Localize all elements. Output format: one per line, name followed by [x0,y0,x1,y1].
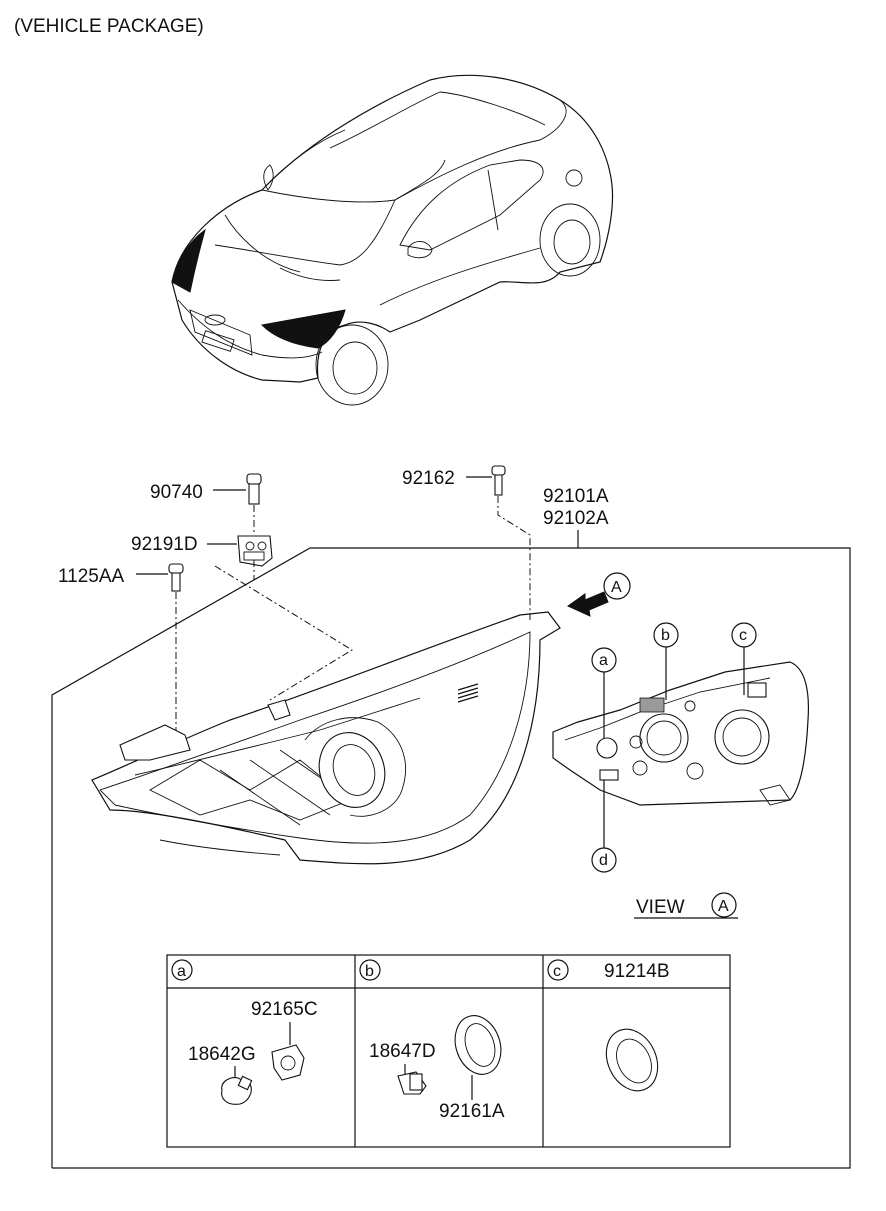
view-text: VIEW [636,897,685,918]
label-1125AA: 1125AA [58,566,125,587]
label-92162: 92162 [402,468,455,489]
label-92191D: 92191D [131,534,198,555]
callout-d: d [591,780,617,873]
view-a-caption: VIEW A [634,892,738,919]
car-fuel-door [565,169,583,187]
bracket-92191D [207,535,273,567]
callout-d-letter: d [599,852,608,869]
label-90740: 90740 [150,482,203,503]
view-a-arrow: A [566,572,631,617]
bolt-90740 [213,473,262,535]
table-col-c-letter: c [553,963,561,980]
arrow-letter: A [611,579,622,596]
vehicle-illustration [171,74,614,406]
mounting-dashline [214,565,353,701]
label-18642G: 18642G [188,1044,256,1065]
callout-b: b [653,622,679,700]
headlamp-assembly [91,611,561,865]
view-letter: A [718,898,729,915]
callout-a-letter: a [599,652,608,669]
table-col-c-title: 91214B [604,961,670,982]
car-roof-panel [329,91,546,149]
callout-c: c [731,622,757,695]
label-92101A: 92101A [543,486,609,507]
page-title: (VEHICLE PACKAGE) [14,16,204,37]
callout-b-letter: b [661,627,670,644]
label-92102A: 92102A [543,508,609,529]
right-headlamp-highlight [260,309,346,349]
car-side-window [399,159,544,251]
car-hood-vent [279,267,341,281]
callout-c-letter: c [739,627,747,644]
car-antenna [263,164,274,191]
left-headlamp-highlight [171,228,206,293]
label-18647D: 18647D [369,1041,436,1062]
table-col-a-letter: a [177,963,186,980]
car-emblem [204,314,226,326]
table-col-b-letter: b [365,963,374,980]
car-front-wheel [315,324,389,406]
car-window-pillar [487,169,499,231]
car-hood-line [214,199,396,266]
car-front-rim [332,341,378,395]
label-92161A: 92161A [439,1101,505,1122]
car-windshield [261,129,446,201]
car-rear-rim [553,219,591,265]
headlamp-rear-view [552,661,810,806]
ring-92161A [454,1015,502,1075]
bolt-1125AA [136,563,184,735]
car-hood-crease [224,214,301,273]
parts-table: a b c 91214B 92165C 18642G 18647D 92161A [166,954,731,1148]
label-92165C: 92165C [251,999,318,1020]
car-rear-wheel [539,203,601,277]
assembly-frame [51,547,851,1169]
car-license-plate [201,330,235,352]
car-roofline [261,99,567,203]
car-front-bumper [177,299,323,359]
screw-92162 [466,465,531,620]
callout-a: a [591,647,617,738]
car-side-mirror [407,241,433,259]
ring-91214B [605,1028,659,1092]
car-grille [189,309,253,356]
socket-92165C [271,1044,305,1081]
car-body-outline [171,74,614,383]
car-side-crease [379,247,541,306]
